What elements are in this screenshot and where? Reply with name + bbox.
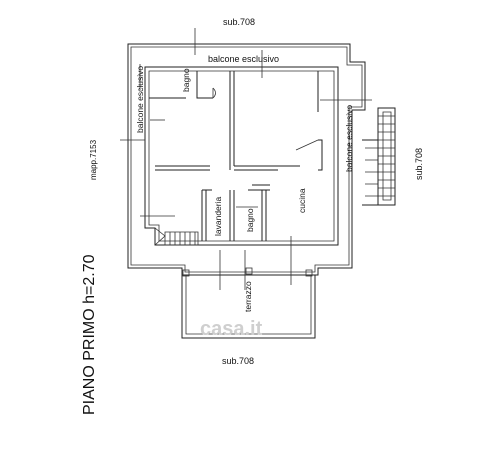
watermark: casa.it: [200, 318, 263, 340]
neighbor-right-label: sub.708: [414, 148, 424, 180]
stair-left: [164, 231, 199, 246]
balcony-perimeter: [127, 43, 366, 276]
interior-outer-wall: [144, 66, 339, 246]
terrazzo-label: terrazzo: [243, 281, 253, 312]
balcone-top-label: balcone esclusivo: [208, 54, 279, 64]
neighbor-bottom-label: sub.708: [222, 356, 254, 366]
floor-title: PIANO PRIMO h=2.70: [81, 254, 98, 415]
bagno-bottom-label: bagno: [245, 208, 255, 232]
neighbor-left-label: mapp.7153: [89, 139, 98, 180]
cucina-label: cucina: [297, 188, 307, 213]
balcone-right-label: balcone esclusivo: [344, 105, 354, 172]
terrace-outline: [181, 275, 316, 339]
bagno-top-label: bagno: [181, 68, 191, 92]
lavanderia-label: lavanderia: [213, 197, 223, 236]
stair-right: [362, 107, 396, 206]
neighbor-top-label: sub.708: [223, 17, 255, 27]
balcone-left-label: balcone esclusivo: [135, 66, 145, 133]
